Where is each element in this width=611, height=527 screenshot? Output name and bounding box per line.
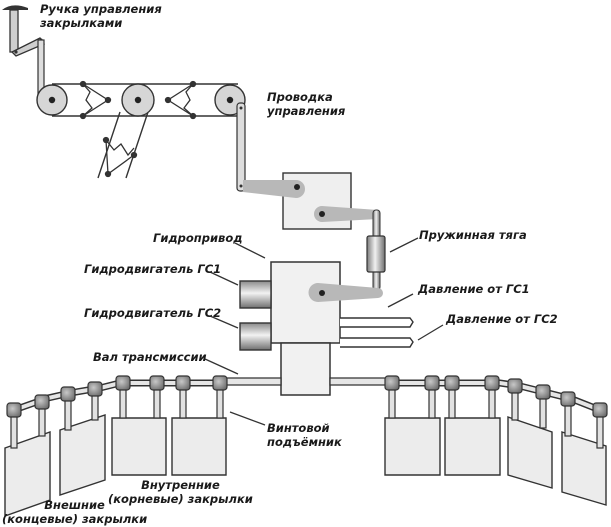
flap-panel xyxy=(4,431,51,517)
shaft-joint xyxy=(424,375,440,391)
mixer-output-arm xyxy=(314,206,378,222)
handle-stem xyxy=(9,9,19,53)
pulley-2 xyxy=(121,83,155,117)
hydraulic-motor-hs2 xyxy=(239,322,272,351)
label-inner-flaps: Внутренние (корневые) закрылки xyxy=(108,478,253,506)
label-pressure-hs1: Давление от ГС1 xyxy=(418,282,530,296)
label-spring-rod: Пружинная тяга xyxy=(419,228,527,242)
flap-panel xyxy=(111,417,167,476)
flap-panel xyxy=(444,417,501,476)
shaft-joint xyxy=(384,375,400,391)
shaft-joint xyxy=(484,375,500,391)
label-hydraulic-drive: Гидропривод xyxy=(153,231,243,245)
flap-panel xyxy=(507,416,553,489)
shaft-joint xyxy=(87,381,103,397)
label-outer-flaps: Внешние (концевые) закрылки xyxy=(2,498,148,526)
label-control-wiring: Проводка управления xyxy=(267,90,346,118)
shaft-joint xyxy=(149,375,165,391)
flap-panels xyxy=(4,382,607,517)
label-screw-jack: Винтовой подъёмник xyxy=(267,421,342,449)
label-transmission-shaft: Вал трансмиссии xyxy=(93,350,207,364)
pressure-lines xyxy=(340,317,414,348)
hydraulic-drive-body xyxy=(270,261,341,344)
label-pressure-hs2: Давление от ГС2 xyxy=(446,312,558,326)
shaft-joint xyxy=(115,375,131,391)
cable-tensioner-left xyxy=(79,80,112,120)
cable-tensioner-right xyxy=(164,80,197,120)
flap-panel xyxy=(171,417,227,476)
shaft-joint xyxy=(34,394,50,410)
cable-tensioner-lower xyxy=(102,136,138,178)
shaft-joints xyxy=(6,375,608,418)
shaft-joint xyxy=(507,378,523,394)
shaft-joint xyxy=(444,375,460,391)
flap-handle[interactable] xyxy=(2,5,45,57)
label-hydraulic-motor-hs2: Гидродвигатель ГС2 xyxy=(84,306,222,320)
label-hydraulic-motor-hs1: Гидродвигатель ГС1 xyxy=(84,262,222,276)
control-rod xyxy=(236,102,246,192)
handle-knob xyxy=(2,5,28,10)
leader-lines xyxy=(204,237,444,426)
hydraulic-drive-gearbox xyxy=(280,342,331,396)
spring-rod xyxy=(366,209,386,291)
label-flap-handle: Ручка управления закрылками xyxy=(40,2,162,30)
mixer-input-arm xyxy=(243,180,305,198)
shaft-joint xyxy=(560,391,576,407)
pulley-1 xyxy=(36,84,68,116)
shaft-joint xyxy=(212,375,228,391)
flap-panel xyxy=(59,414,106,496)
shaft-joint xyxy=(6,402,22,418)
shaft-joint xyxy=(60,386,76,402)
flap-panel xyxy=(384,417,441,476)
drive-output-arm xyxy=(308,283,383,302)
shaft-joint xyxy=(535,384,551,400)
flap-panel xyxy=(561,431,607,506)
shaft-joint xyxy=(592,402,608,418)
shaft-joint xyxy=(175,375,191,391)
hydraulic-motor-hs1 xyxy=(239,280,272,309)
